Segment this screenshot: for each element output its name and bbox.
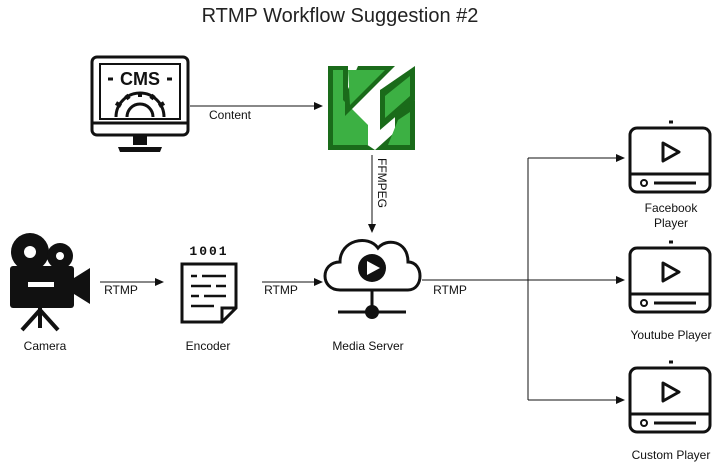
cms-icon: CMS (90, 55, 190, 152)
cms-icon-text: CMS (120, 69, 160, 89)
edge-label-rtmp-server: RTMP (433, 283, 467, 297)
custom-player-icon (628, 360, 712, 434)
custom-player-label: Custom Player (632, 448, 711, 462)
diagram-title: RTMP Workflow Suggestion #2 (202, 5, 479, 27)
edge-label-rtmp-encoder: RTMP (264, 283, 298, 297)
youtube-player-label: Youtube Player (631, 328, 712, 342)
media-server-label: Media Server (332, 339, 403, 353)
encoder-label: Encoder (186, 339, 231, 353)
edges (100, 102, 625, 404)
media-server-icon (323, 239, 422, 319)
edge-label-ffmpeg: FFMPEG (375, 158, 389, 208)
camera-label: Camera (24, 339, 67, 353)
facebook-player-label-line1: Facebook (645, 201, 699, 215)
youtube-player-icon (628, 240, 712, 314)
ffmpeg-logo-icon (328, 66, 415, 150)
encoder-icon: 1001 (180, 244, 238, 324)
camera-icon (10, 233, 90, 332)
facebook-player-icon (628, 120, 712, 194)
encoder-binary-text: 1001 (189, 244, 228, 259)
facebook-player-label-line2: Player (654, 216, 688, 230)
edge-label-rtmp-camera: RTMP (104, 283, 138, 297)
edge-label-content: Content (209, 108, 252, 122)
